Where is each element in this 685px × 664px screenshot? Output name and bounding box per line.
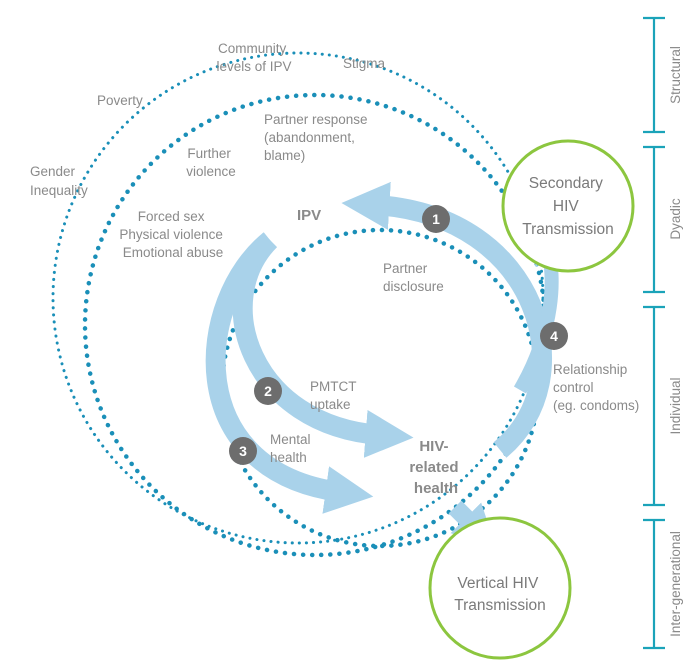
svg-text:Secondary HIV Transmis: Secondary HIV Transmission: [522, 175, 614, 238]
label-poverty: Poverty: [97, 93, 143, 108]
bracket-intergenerational: [643, 518, 665, 650]
label-relationship-control-2: control: [553, 380, 594, 395]
svg-text:Community levels of IPV: Community levels of IPV: [216, 41, 291, 74]
svg-text:Partner disclosure: Partner disclosure: [383, 261, 444, 294]
badge-3-number: 3: [239, 443, 247, 459]
label-hiv-related-2: related: [409, 459, 458, 476]
secondary-line-3: Transmission: [522, 221, 614, 238]
badge-1: 1: [422, 205, 450, 233]
badge-3: 3: [229, 437, 257, 465]
label-mental-health-2: health: [270, 450, 307, 465]
label-gender: Gender: [30, 164, 76, 179]
svg-text:Vertical HIV Transmission: Vertical HIV Transmission: [454, 575, 546, 614]
svg-text:Mental health: Mental health: [270, 432, 314, 465]
svg-text:PMTCT uptake: PMTCT uptake: [310, 379, 360, 412]
vertical-line-1: Vertical HIV: [457, 575, 539, 592]
secondary-transmission-circle: [501, 139, 635, 273]
badge-4-number: 4: [550, 328, 558, 344]
label-community-2: levels of IPV: [216, 59, 291, 74]
label-physical-violence: Physical violence: [119, 227, 223, 242]
level-structural: Structural: [668, 46, 683, 104]
label-relationship-control-3: (eg. condoms): [553, 398, 639, 413]
label-further-violence-2: violence: [186, 164, 236, 179]
level-intergenerational: Inter-generational: [668, 531, 683, 637]
label-partner-disclosure-2: disclosure: [383, 279, 444, 294]
label-ipv: IPV: [297, 207, 321, 224]
svg-text:Relationship control (: Relationship control (eg. condoms): [553, 362, 639, 413]
arrow-pathway-3: [205, 232, 374, 514]
vertical-line-2: Transmission: [454, 597, 546, 614]
secondary-line-1: Secondary: [529, 175, 603, 192]
badge-1-number: 1: [432, 211, 440, 227]
bracket-structural: [643, 16, 665, 134]
badge-2: 2: [254, 377, 282, 405]
secondary-line-2: HIV: [553, 198, 580, 215]
level-individual: Individual: [668, 377, 683, 434]
label-further-violence: Further: [187, 146, 231, 161]
svg-text:Partner response (abandonm: Partner response (abandonment, blame): [264, 112, 371, 163]
label-gender-2: Inequality: [30, 183, 88, 198]
label-stigma: Stigma: [343, 56, 386, 71]
label-partner-disclosure: Partner: [383, 261, 428, 276]
label-pmtct: PMTCT: [310, 379, 356, 394]
label-emotional-abuse: Emotional abuse: [123, 245, 224, 260]
badge-4: 4: [540, 322, 568, 350]
bracket-individual: [643, 305, 665, 507]
level-dyadic: Dyadic: [668, 198, 683, 240]
label-partner-response-3: blame): [264, 148, 305, 163]
svg-text:Gender Inequality: Gender Inequality: [30, 164, 88, 198]
label-forced-sex: Forced sex: [138, 209, 205, 224]
svg-text:Further violence: Further violence: [186, 146, 236, 179]
label-partner-response-2: (abandonment,: [264, 130, 355, 145]
label-mental-health: Mental: [270, 432, 311, 447]
label-community: Community: [218, 41, 287, 56]
vertical-transmission-circle: [428, 516, 572, 660]
svg-text:Forced sex Physical violen: Forced sex Physical violence Emotional a…: [119, 209, 226, 260]
label-hiv-related: HIV-: [419, 438, 448, 455]
label-relationship-control: Relationship: [553, 362, 627, 377]
label-partner-response: Partner response: [264, 112, 368, 127]
label-pmtct-2: uptake: [310, 397, 351, 412]
svg-text:HIV- related health: HIV- related health: [409, 438, 462, 497]
badge-2-number: 2: [264, 383, 272, 399]
bracket-dyadic: [643, 145, 665, 294]
label-hiv-related-3: health: [414, 480, 458, 497]
